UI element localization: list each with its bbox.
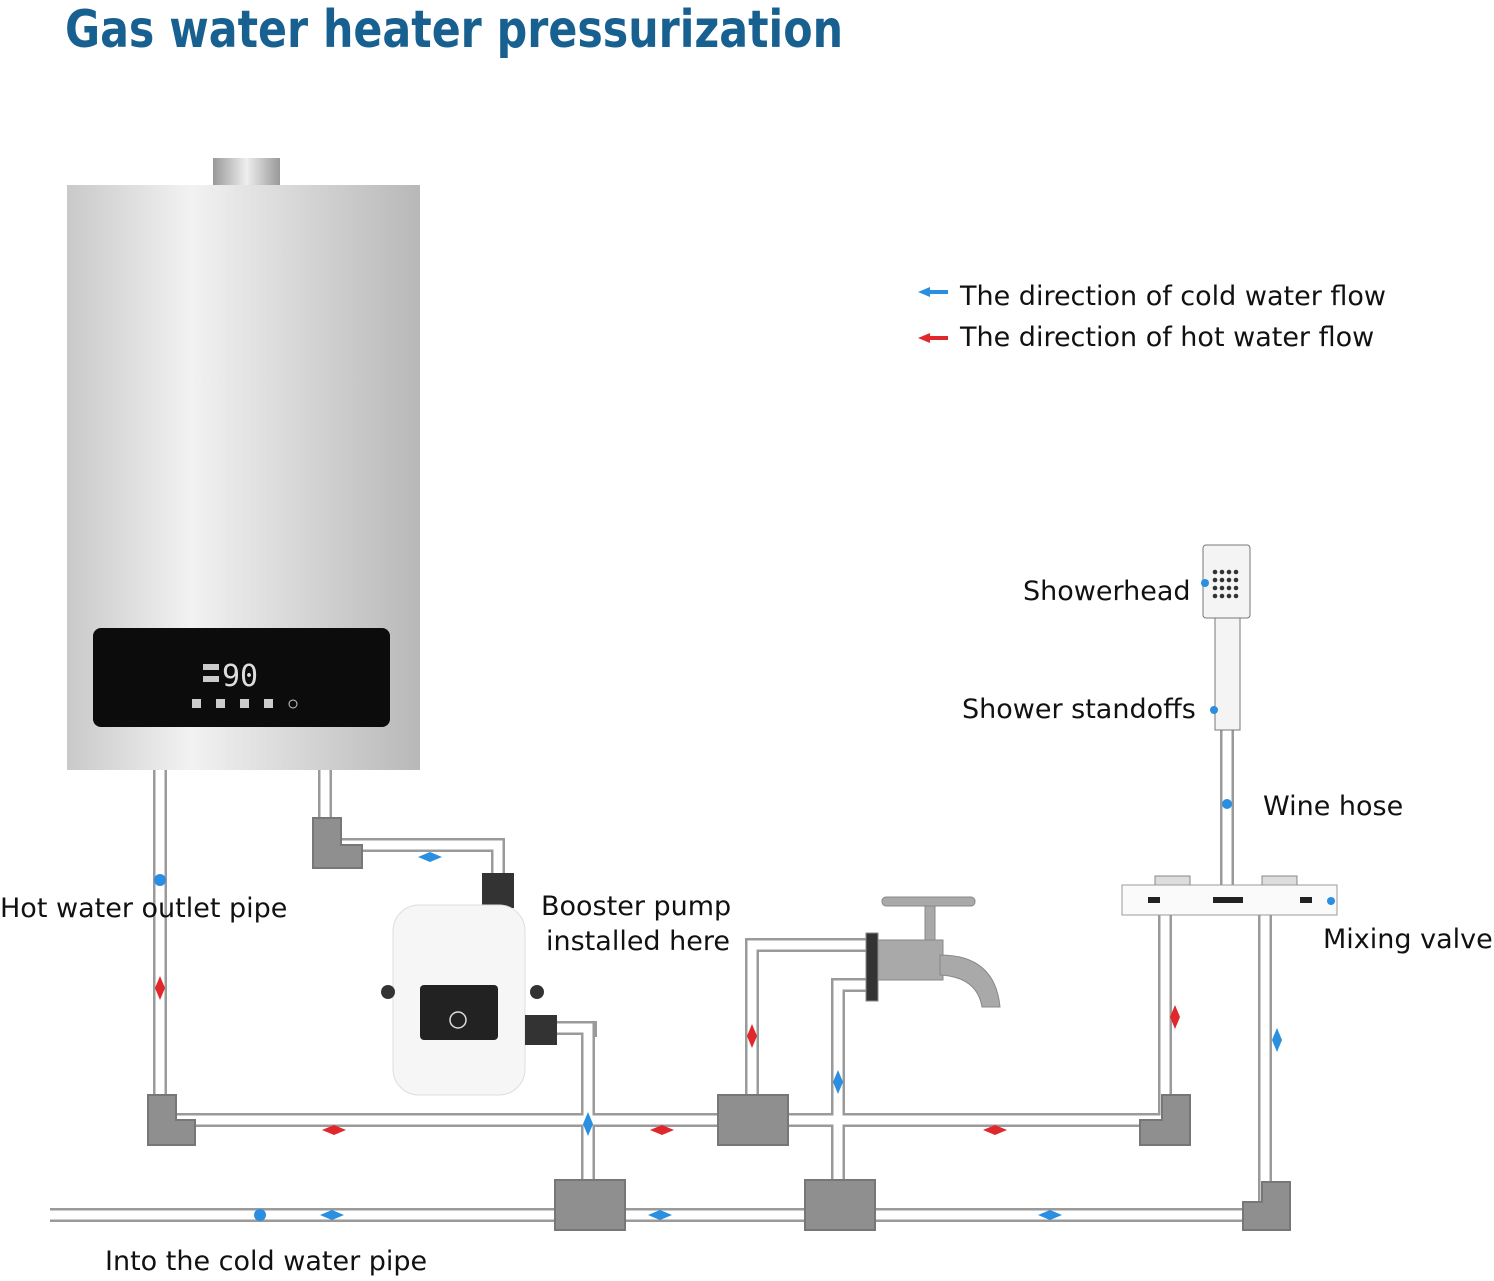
cold-flow-arrow-icon xyxy=(154,579,1335,1221)
mixing-valve xyxy=(1121,875,1338,916)
power-button-icon xyxy=(449,1011,467,1029)
showerhead xyxy=(1202,544,1251,731)
label-cold-inlet: Into the cold water pipe xyxy=(105,1246,427,1277)
control-icons xyxy=(192,664,298,709)
hot-flow-arrow-icon xyxy=(155,976,1180,1135)
page-title: Gas water heater pressurization xyxy=(65,0,843,60)
legend-hot: The direction of hot water flow xyxy=(959,322,1374,353)
label-booster-1: Booster pump xyxy=(541,891,731,922)
legend-cold: The direction of cold water flow xyxy=(959,281,1386,312)
label-showerhead: Showerhead xyxy=(1023,576,1191,607)
label-booster-2: installed here xyxy=(546,926,730,957)
flow-markers xyxy=(154,579,1335,1221)
cold-arrow-icon xyxy=(918,287,948,297)
pipes xyxy=(50,730,1272,1222)
label-mixing-valve: Mixing valve xyxy=(1323,924,1493,955)
fittings xyxy=(147,817,1291,1231)
label-hose: Wine hose xyxy=(1263,791,1403,822)
gas-water-heater: 90 xyxy=(67,158,420,770)
display-panel xyxy=(93,628,390,727)
hot-arrow-icon xyxy=(918,333,948,343)
label-hot-outlet: Hot water outlet pipe xyxy=(0,893,287,924)
temperature-display: 90 xyxy=(222,659,258,694)
booster-pump xyxy=(381,873,557,1096)
legend: The direction of cold water flow The dir… xyxy=(918,281,1386,353)
faucet xyxy=(865,896,1001,1008)
label-standoffs: Shower standoffs xyxy=(962,694,1196,725)
